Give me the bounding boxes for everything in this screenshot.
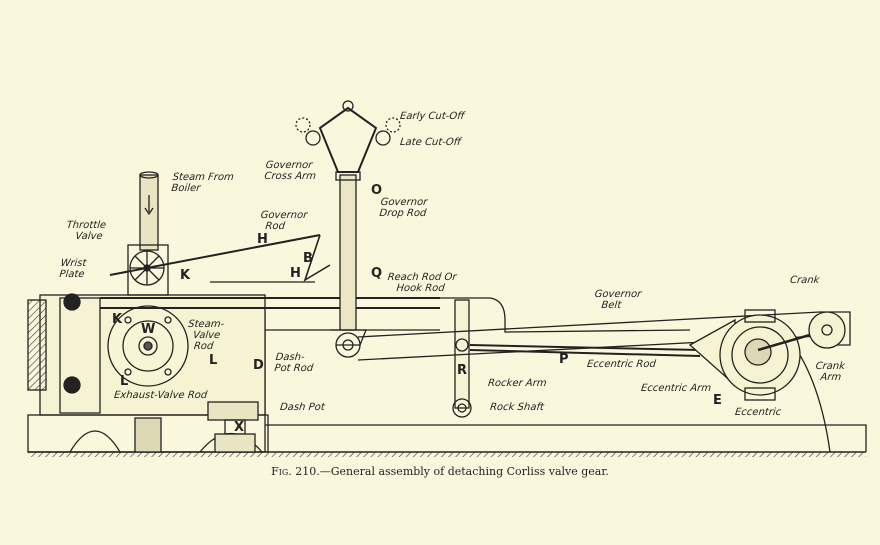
label-exhaust-valve-rod: Exhaust-Valve Rod: [113, 390, 208, 401]
letter-d: D: [253, 358, 264, 373]
label-rock-shaft: Rock Shaft: [489, 402, 545, 413]
figure-caption: Fig. 210.—General assembly of detaching …: [0, 465, 880, 478]
ground-line: [28, 451, 866, 457]
letter-e: E: [713, 393, 722, 408]
letter-b: B: [303, 251, 313, 266]
letter-h-lower: H: [290, 266, 301, 281]
letter-h-upper: H: [257, 232, 268, 247]
letter-k-upper: K: [180, 268, 191, 283]
eccentric-assembly: [688, 309, 846, 401]
label-dash-pot-rod: Dash-Pot Rod: [273, 352, 314, 374]
label-eccentric: Eccentric: [734, 407, 782, 418]
letter-w: W: [141, 322, 156, 337]
wrist-plate: [107, 305, 189, 387]
governor-column: [330, 174, 367, 358]
dash-pot: [207, 401, 259, 453]
label-early-cutoff: Early Cut-Off: [399, 111, 465, 122]
label-eccentric-arm: Eccentric Arm: [640, 383, 712, 394]
label-crank: Crank: [789, 275, 820, 286]
letter-x: X: [234, 420, 245, 435]
label-eccentric-rod: Eccentric Rod: [586, 359, 657, 370]
letter-l-left: L: [120, 374, 129, 389]
label-rocker-arm: Rocker Arm: [487, 378, 548, 389]
steam-pipe: [139, 171, 159, 251]
letter-p: P: [559, 352, 569, 367]
letter-l-right: L: [209, 353, 218, 368]
letter-o: O: [371, 183, 383, 198]
rocker-arm: [452, 299, 472, 418]
letter-q: Q: [371, 266, 383, 281]
caption-text: —General assembly of detaching Corliss v…: [319, 465, 609, 478]
figure-number: Fig. 210.: [271, 465, 320, 478]
letter-r: R: [457, 363, 468, 378]
governor-flyballs: [295, 100, 401, 181]
label-late-cutoff: Late Cut-Off: [399, 137, 462, 148]
letter-k-lower: K: [112, 312, 123, 327]
label-dash-pot: Dash Pot: [279, 402, 326, 413]
